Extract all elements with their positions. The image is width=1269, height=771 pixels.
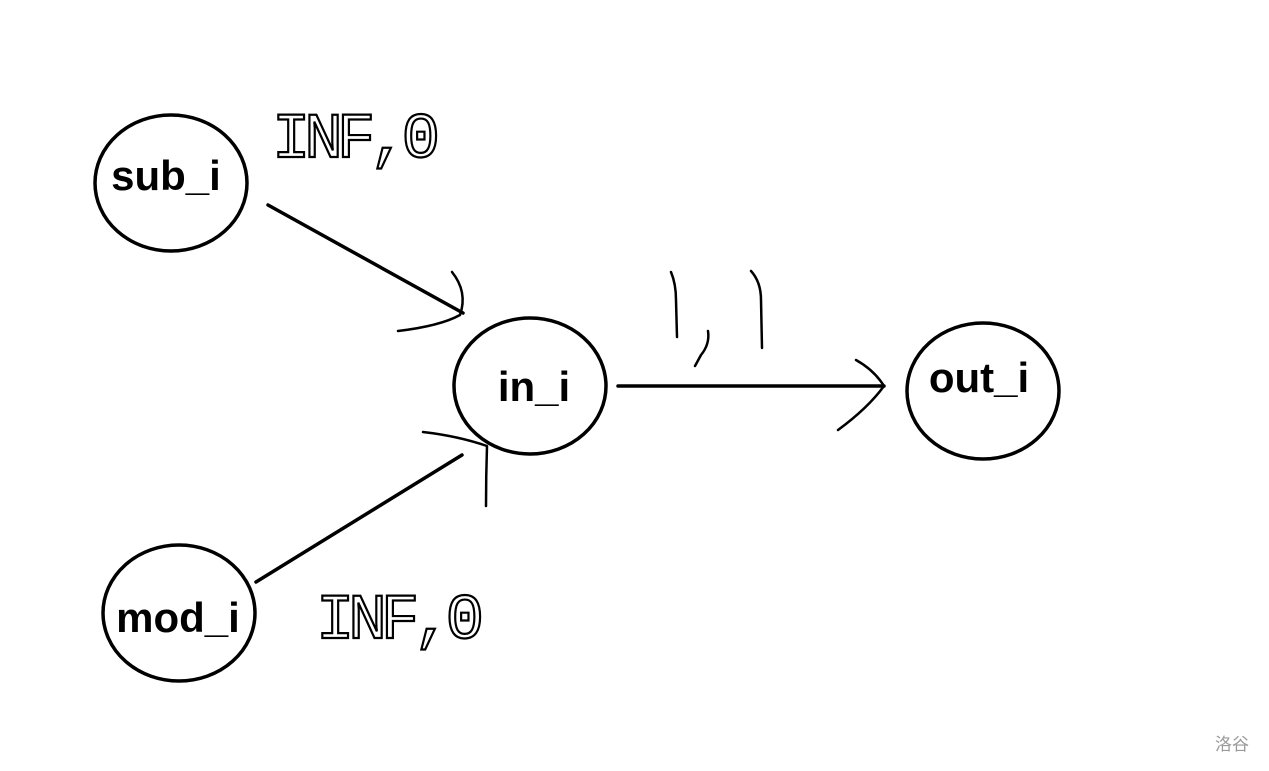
watermark-logo-text: 洛谷	[1215, 735, 1249, 755]
node-out-label: out_i	[929, 354, 1029, 401]
edge-in-to-out-label-group: 1,1	[669, 269, 764, 368]
node-sub-circle	[93, 113, 249, 253]
hand-digit-one-b	[749, 269, 764, 350]
node-out: out_i	[905, 321, 1061, 461]
edge-sub-to-in	[266, 203, 465, 333]
node-in-label: in_i	[498, 363, 570, 410]
hand-digit-one-a	[669, 270, 679, 339]
edge-in-to-out-label: 1,1	[700, 328, 704, 331]
node-out-circle	[905, 321, 1061, 461]
node-mod-circle	[101, 543, 257, 683]
edge-in-to-out	[616, 358, 886, 432]
node-mod: mod_i	[101, 543, 257, 683]
edge-sub-to-in-label: INF,0	[272, 105, 437, 177]
node-sub: sub_i	[93, 113, 249, 253]
arrowhead-mod-to-in	[421, 430, 489, 508]
arrowhead-sub-to-in	[396, 270, 464, 333]
hand-comma	[693, 329, 710, 368]
node-sub-label: sub_i	[111, 152, 221, 199]
node-mod-label: mod_i	[116, 594, 240, 641]
edge-sub-to-in-line	[266, 203, 465, 315]
edge-mod-to-in-label: INF,0	[316, 586, 481, 658]
edge-mod-to-in-line	[254, 453, 464, 584]
arrowhead-in-to-out	[836, 358, 886, 432]
node-in-circle	[452, 316, 608, 456]
edge-mod-to-in	[254, 430, 489, 584]
node-in: in_i	[452, 316, 608, 456]
